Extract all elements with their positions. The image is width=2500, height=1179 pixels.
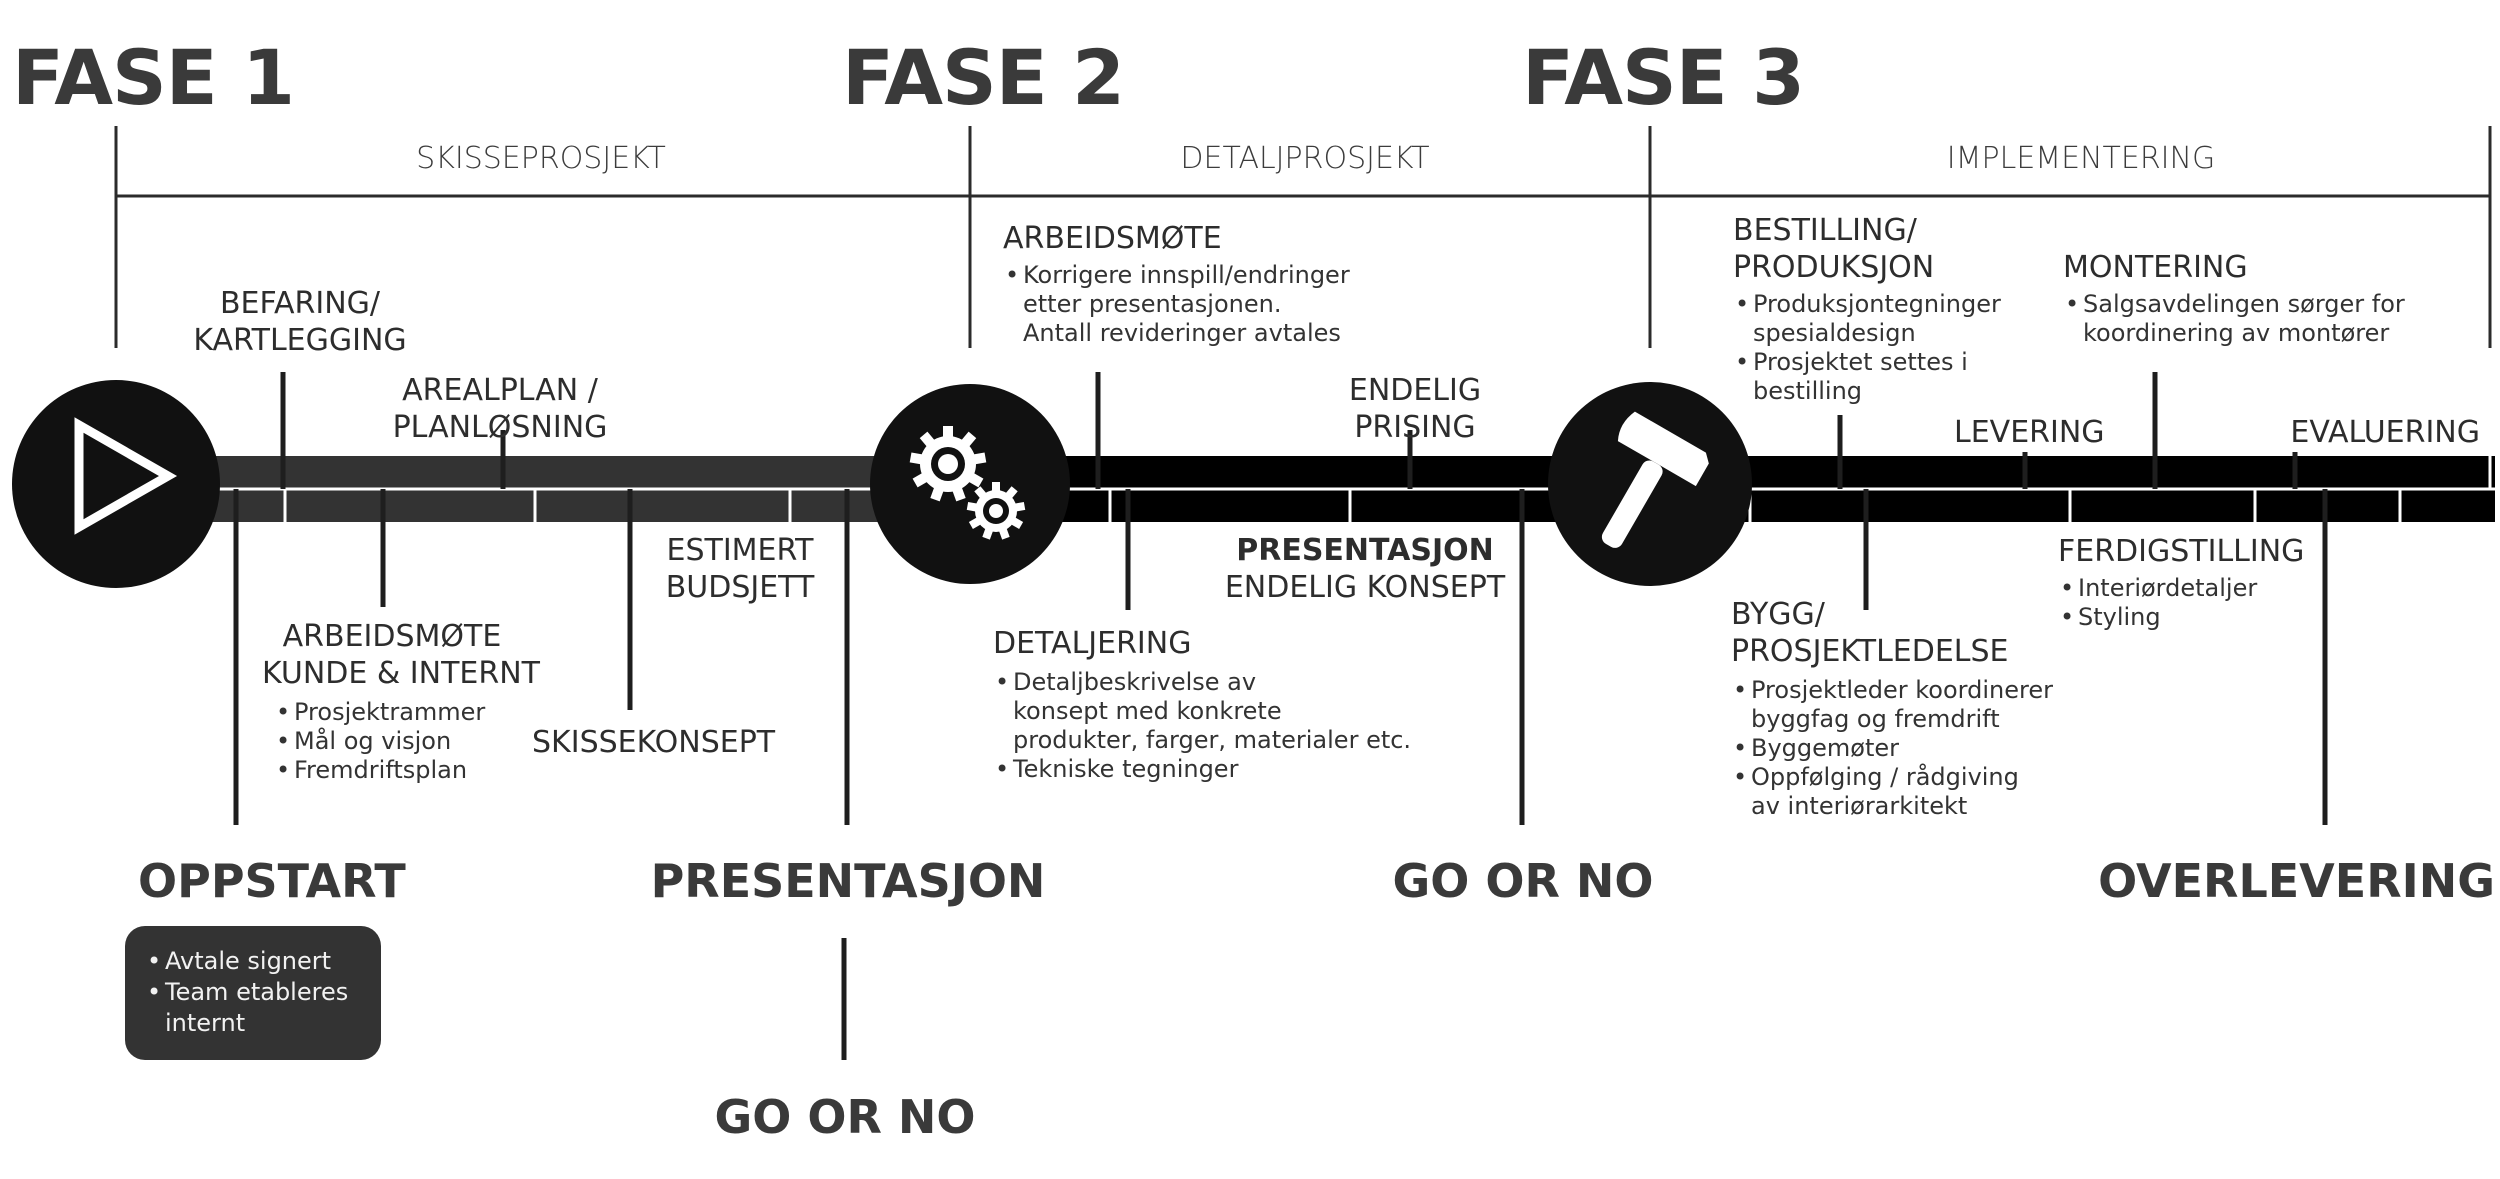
milestone-oppstart: OPPSTART [138, 854, 406, 908]
hammer-icon [1548, 382, 1752, 586]
ferdigstilling-block: FERDIGSTILLING Interiørdetaljer Styling [2058, 533, 2304, 632]
befaring-label: BEFARING/ KARTLEGGING [150, 285, 450, 359]
list-item: •Avtale signert [147, 947, 332, 975]
arbeidsmote-1-title-1: ARBEIDSMØTE [282, 619, 502, 654]
list-item: produkter, farger, materialer etc. [1013, 725, 1412, 754]
phase-1-title: FASE 1 [12, 33, 295, 122]
presentasjon-endelig-title-2: ENDELIG KONSEPT [1224, 570, 1506, 606]
estimert-title-1: ESTIMERT [666, 533, 814, 568]
milestone-go-or-no-1: GO OR NO [714, 1090, 976, 1144]
connector-lines [233, 372, 2328, 1060]
list-item: Mål og visjon [274, 727, 522, 756]
section-detaljprosjekt: DETALJPROSJEKT [1180, 141, 1430, 176]
list-item: •Team etableres [147, 978, 349, 1007]
arbeidsmote-2-bullets: Korrigere innspill/endringer [1003, 261, 1350, 290]
bestilling-title-1: BESTILLING/ [1733, 213, 1917, 248]
arbeidsmote-2-bullet-continued: etter presentasjonen. Antall revideringe… [1023, 289, 1341, 347]
list-item: internt [165, 1009, 246, 1038]
ferdigstilling-title: FERDIGSTILLING [2058, 534, 2305, 569]
befaring-title-2: KARTLEGGING [193, 323, 407, 359]
befaring-title-1: BEFARING/ [219, 286, 381, 321]
gears-icon [870, 384, 1070, 584]
detaljering-title: DETALJERING [993, 626, 1192, 661]
list-item: •Prosjektet settes i [1735, 347, 1968, 376]
ferdigstilling-bullets: Interiørdetaljer Styling [2058, 574, 2304, 632]
list-item: Styling [2058, 603, 2304, 632]
list-item: koordinering av montører [2083, 318, 2390, 347]
section-implementering: IMPLEMENTERING [1946, 141, 2216, 176]
bestilling-bullets: •Produksjontegninger spesialdesign •Pros… [1733, 290, 2001, 405]
milestone-overlevering: OVERLEVERING [2098, 854, 2495, 908]
montering-block: MONTERING •Salgsavdelingen sørger for ko… [2063, 249, 2405, 348]
arealplan-title-1: AREALPLAN / [402, 373, 598, 408]
estimert-title-2: BUDSJETT [665, 570, 815, 606]
montering-title: MONTERING [2063, 250, 2248, 285]
list-item: •Prosjektleder koordinerer [1733, 676, 2053, 705]
bygg-title-2: PROSJEKTLEDELSE [1731, 634, 2009, 670]
section-brackets [114, 126, 2492, 348]
skissekonsept-label: SKISSEKONSEPT [532, 725, 776, 760]
section-skisseprosjekt: SKISSEPROSJEKT [416, 141, 666, 176]
list-item: •Salgsavdelingen sørger for [2065, 290, 2405, 319]
list-item: byggfag og fremdrift [1751, 705, 2000, 734]
bygg-title-1: BYGG/ [1731, 597, 1825, 632]
list-item: Fremdriftsplan [274, 756, 522, 785]
bestilling-title-2: PRODUKSJON [1733, 250, 1935, 286]
list-item: •Byggemøter [1733, 733, 1900, 762]
evaluering-label: EVALUERING [2290, 415, 2480, 450]
list-item: Korrigere innspill/endringer [1003, 261, 1350, 290]
arbeidsmote-1-title-2: KUNDE & INTERNT [262, 656, 540, 692]
arbeidsmote-1-block: ARBEIDSMØTE KUNDE & INTERNT Prosjektramm… [262, 618, 540, 785]
montering-bullets: •Salgsavdelingen sørger for koordinering… [2063, 290, 2405, 348]
oppstart-card: •Avtale signert •Team etableres internt [125, 926, 381, 1060]
list-item: bestilling [1753, 376, 1863, 405]
bestilling-block: BESTILLING/ PRODUKSJON •Produksjontegnin… [1733, 212, 2001, 406]
list-item: •Detaljbeskrivelse av [995, 668, 1257, 697]
list-item: av interiørarkitekt [1751, 791, 1968, 820]
estimert-label: ESTIMERT BUDSJETT [640, 532, 840, 606]
arealplan-title-2: PLANLØSNING [392, 410, 608, 446]
arealplan-label: AREALPLAN / PLANLØSNING [350, 372, 650, 446]
list-item: Interiørdetaljer [2058, 574, 2304, 603]
endelig-prising-label: ENDELIG PRISING [1280, 372, 1550, 446]
phase-2-title: FASE 2 [842, 33, 1125, 122]
presentasjon-endelig-label: PRESENTASJON ENDELIG KONSEPT [1195, 532, 1535, 606]
milestone-presentasjon: PRESENTASJON [650, 854, 1046, 908]
timeline-bar [120, 456, 2495, 522]
bygg-block: BYGG/ PROSJEKTLEDELSE •Prosjektleder koo… [1731, 596, 2053, 820]
list-item: •Tekniske tegninger [995, 754, 1239, 783]
bygg-bullets: •Prosjektleder koordinerer byggfag og fr… [1731, 676, 2053, 820]
levering-label: LEVERING [1954, 415, 2105, 450]
detaljering-block: DETALJERING •Detaljbeskrivelse av konsep… [993, 625, 1411, 783]
list-item: konsept med konkrete [1013, 696, 1282, 725]
list-item: •Produksjontegninger [1735, 290, 2001, 319]
arbeidsmote-1-bullets: Prosjektrammer Mål og visjon Fremdriftsp… [274, 698, 522, 784]
play-icon [12, 380, 220, 588]
arbeidsmote-2-title: ARBEIDSMØTE [1003, 221, 1222, 256]
list-item: Prosjektrammer [274, 698, 522, 727]
list-item: spesialdesign [1753, 319, 1916, 348]
milestone-go-or-no-2: GO OR NO [1392, 854, 1654, 908]
detaljering-bullets: •Detaljbeskrivelse av konsept med konkre… [993, 668, 1411, 783]
oppstart-card-bullets: •Avtale signert •Team etableres internt [145, 946, 348, 1040]
endelig-prising-title-2: PRISING [1354, 410, 1476, 446]
presentasjon-endelig-title-1: PRESENTASJON [1236, 533, 1494, 568]
arbeidsmote-2-block: ARBEIDSMØTE Korrigere innspill/endringer… [1003, 220, 1350, 348]
list-item: •Oppfølging / rådgiving [1733, 762, 2019, 791]
phase-3-title: FASE 3 [1522, 33, 1805, 122]
endelig-prising-title-1: ENDELIG [1348, 373, 1482, 408]
